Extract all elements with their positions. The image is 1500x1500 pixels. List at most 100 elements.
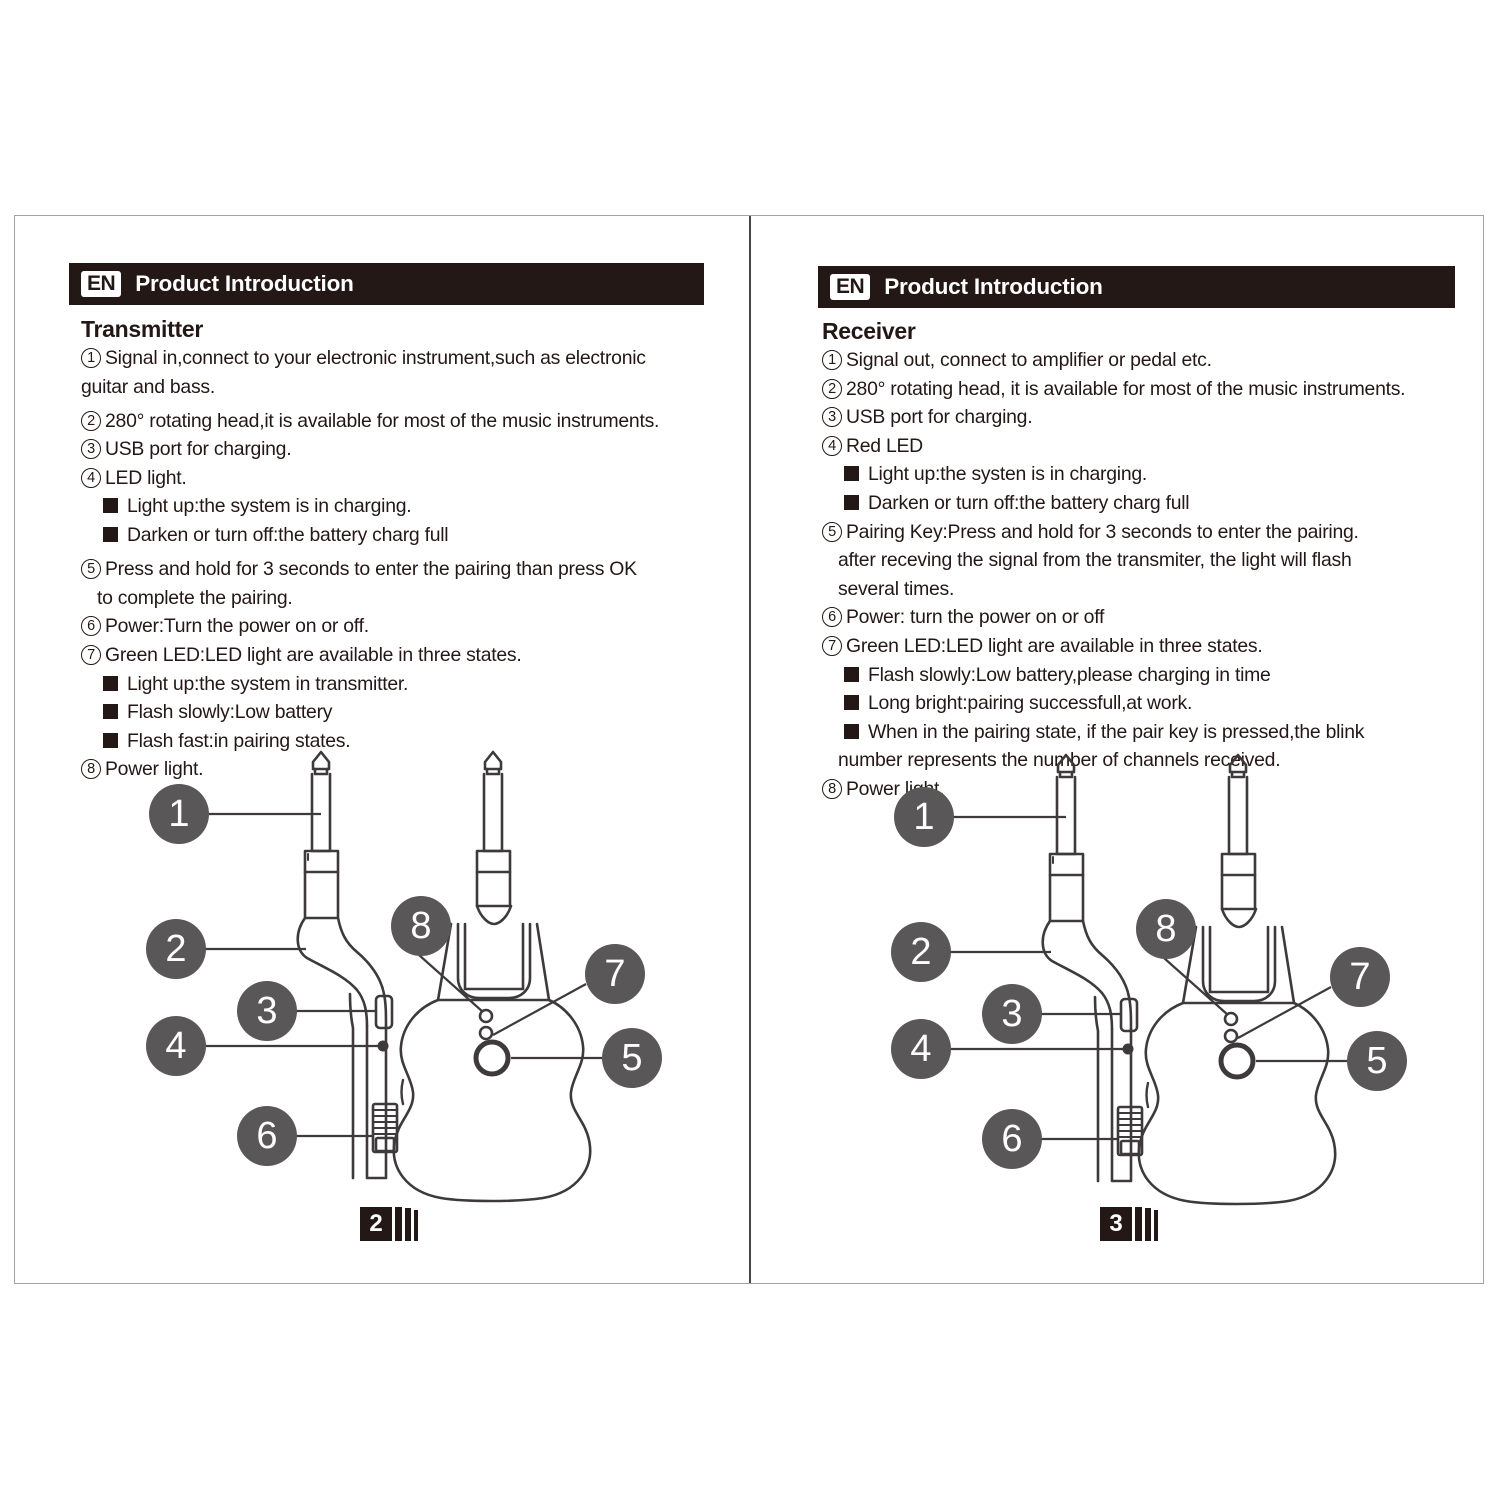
callout-4: 4 bbox=[891, 1019, 951, 1079]
feature-bullet: Flash fast:in pairing states. bbox=[81, 727, 741, 756]
leader-line-8 bbox=[1163, 957, 1229, 1016]
device-diagram: 1 2 3 4 bbox=[145, 746, 665, 1211]
feature-text: after receving the signal from the trans… bbox=[838, 549, 1352, 572]
device-diagram-svg: 1 2 3 4 bbox=[891, 753, 1407, 1206]
feature-bullet: Light up:the system in transmitter. bbox=[81, 670, 741, 699]
device-diagram-svg: 1 2 3 4 bbox=[146, 750, 662, 1203]
footer-bar-3 bbox=[413, 1210, 418, 1241]
feature-text: Green LED:LED light are available in thr… bbox=[846, 634, 1263, 657]
svg-text:3: 3 bbox=[256, 990, 277, 1032]
callout-8: 8 bbox=[391, 896, 451, 956]
svg-text:3: 3 bbox=[1001, 993, 1022, 1035]
feature-text: USB port for charging. bbox=[105, 438, 292, 461]
language-badge: EN bbox=[81, 271, 122, 297]
page-number: 3 bbox=[1100, 1207, 1132, 1241]
feature-text: Pairing Key:Press and hold for 3 seconds… bbox=[846, 520, 1359, 543]
footer-bar-2 bbox=[1145, 1208, 1151, 1241]
page-title: Transmitter bbox=[81, 316, 203, 342]
circled-number-2: 2 bbox=[822, 378, 842, 399]
circled-number-6: 6 bbox=[81, 616, 101, 637]
bullet-square-icon bbox=[844, 723, 859, 739]
feature-bullet: Light up:the systen is in charging. bbox=[822, 460, 1482, 489]
footer-bar-1 bbox=[1135, 1207, 1142, 1241]
feature-text: to complete the pairing. bbox=[97, 586, 293, 609]
circled-number-4: 4 bbox=[81, 467, 101, 488]
circled-number-5: 5 bbox=[822, 521, 842, 542]
callout-2: 2 bbox=[146, 919, 206, 979]
page-header-bar: EN Product Introduction bbox=[818, 266, 1455, 308]
feature-text: Light up:the systen is in charging. bbox=[868, 463, 1148, 486]
callout-8: 8 bbox=[1136, 899, 1196, 959]
callout-5: 5 bbox=[602, 1028, 662, 1088]
page-header-bar: EN Product Introduction bbox=[69, 263, 704, 305]
callout-1: 1 bbox=[149, 784, 209, 844]
bullet-square-icon bbox=[103, 527, 118, 543]
feature-text: Green LED:LED light are available in thr… bbox=[105, 643, 522, 666]
feature-continuation: guitar and bass. bbox=[81, 373, 741, 402]
feature-text: Press and hold for 3 seconds to enter th… bbox=[105, 558, 637, 581]
leader-line-8 bbox=[418, 954, 484, 1013]
circled-number-8: 8 bbox=[81, 759, 101, 780]
bullet-square-icon bbox=[103, 675, 118, 691]
circled-number-2: 2 bbox=[81, 410, 101, 431]
page-footer: 3 bbox=[1100, 1205, 1161, 1241]
svg-text:7: 7 bbox=[604, 953, 625, 995]
bullet-square-icon bbox=[844, 666, 859, 682]
feature-text: Power:Turn the power on or off. bbox=[105, 615, 369, 638]
callout-6: 6 bbox=[237, 1106, 297, 1166]
svg-text:4: 4 bbox=[165, 1025, 186, 1067]
callout-5: 5 bbox=[1347, 1031, 1407, 1091]
circled-number-7: 7 bbox=[822, 635, 842, 656]
callout-4: 4 bbox=[146, 1016, 206, 1076]
feature-bullet: Flash slowly:Low battery,please charging… bbox=[822, 661, 1482, 690]
feature-text: Light up:the system is in charging. bbox=[127, 495, 412, 518]
feature-continuation: after receving the signal from the trans… bbox=[822, 546, 1482, 575]
circled-number-6: 6 bbox=[822, 607, 842, 628]
page-number: 2 bbox=[360, 1207, 392, 1241]
callout-group: 1 2 3 4 bbox=[146, 784, 662, 1166]
feature-text: Light up:the system in transmitter. bbox=[127, 672, 409, 695]
feature-bullet: When in the pairing state, if the pair k… bbox=[822, 718, 1482, 747]
feature-continuation: number represents the number of channels… bbox=[822, 746, 1482, 775]
feature-text: Red LED bbox=[846, 434, 923, 457]
feature-text: Power: turn the power on or off bbox=[846, 606, 1105, 629]
callout-7: 7 bbox=[585, 944, 645, 1004]
svg-text:8: 8 bbox=[410, 905, 431, 947]
feature-text: Darken or turn off:the battery charg ful… bbox=[868, 491, 1190, 514]
feature-text: Signal out, connect to amplifier or peda… bbox=[846, 349, 1212, 371]
bullet-square-icon bbox=[103, 732, 118, 748]
feature-text: Flash slowly:Low battery,please charging… bbox=[868, 663, 1271, 686]
callout-3: 3 bbox=[237, 981, 297, 1041]
feature-text: 280° rotating head,it is available for m… bbox=[105, 409, 660, 432]
feature-continuation: to complete the pairing. bbox=[81, 584, 741, 613]
circled-number-3: 3 bbox=[822, 407, 842, 428]
device-diagram: 1 2 3 4 bbox=[890, 749, 1410, 1214]
bullet-square-icon bbox=[844, 466, 859, 482]
svg-text:8: 8 bbox=[1155, 908, 1176, 950]
svg-text:2: 2 bbox=[910, 931, 931, 973]
feature-text: Power light. bbox=[105, 758, 204, 781]
circled-number-8: 8 bbox=[822, 778, 842, 799]
footer-bar-1 bbox=[395, 1207, 402, 1241]
language-badge: EN bbox=[830, 274, 871, 300]
feature-text: Signal in,connect to your electronic ins… bbox=[105, 347, 646, 369]
circled-number-1: 1 bbox=[81, 348, 101, 368]
bullet-square-icon bbox=[844, 695, 859, 711]
feature-text: LED light. bbox=[105, 466, 187, 489]
feature-text: guitar and bass. bbox=[81, 375, 215, 398]
circled-number-5: 5 bbox=[81, 559, 101, 580]
circled-number-3: 3 bbox=[81, 439, 101, 460]
circled-number-1: 1 bbox=[822, 350, 842, 370]
svg-text:7: 7 bbox=[1349, 956, 1370, 998]
page-footer: 2 bbox=[360, 1205, 421, 1241]
circled-number-4: 4 bbox=[822, 435, 842, 456]
